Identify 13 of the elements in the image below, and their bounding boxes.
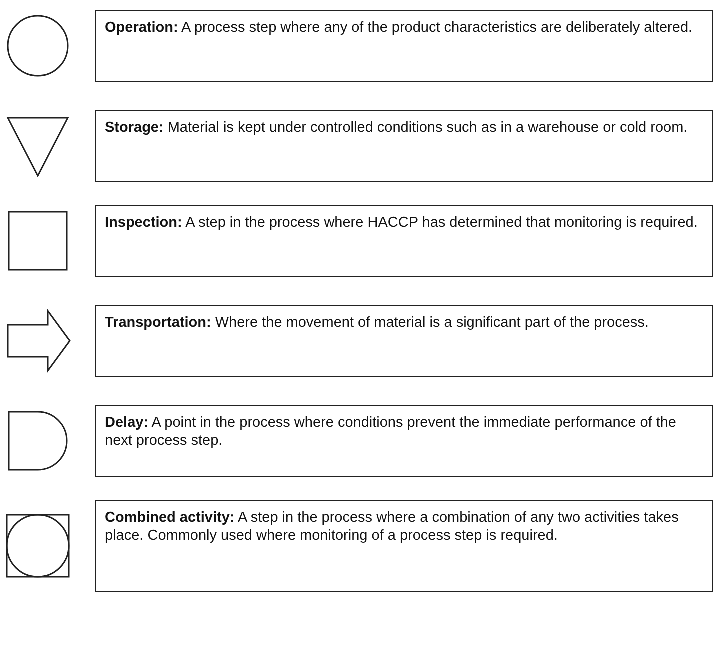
definition-box [95,405,713,477]
definition-box [95,10,713,82]
definition-text: Delay: A point in the process where conditions prevent the immediate performance of the next process step. [105,414,678,450]
definition-box [95,205,713,277]
definition-box [95,110,713,182]
definition-text: Combined activity: A step in the process where a combination of any two activities takes place. Commonly used where monitoring of a process step is required. [105,509,680,545]
definition-box [95,305,713,377]
definition-text: Operation: A process step where any of the product characteristics are deliberately altered. [105,19,694,37]
definition-box [95,500,713,592]
combined-activity-symbol [4,512,72,580]
definition-text: Inspection: A step in the process where HACCP has determined that monitoring is required. [105,214,699,232]
definition-text: Transportation: Where the movement of material is a significant part of the process. [105,314,650,332]
definition-text: Storage: Material is kept under controlled conditions such as in a warehouse or cold room. [105,119,689,137]
